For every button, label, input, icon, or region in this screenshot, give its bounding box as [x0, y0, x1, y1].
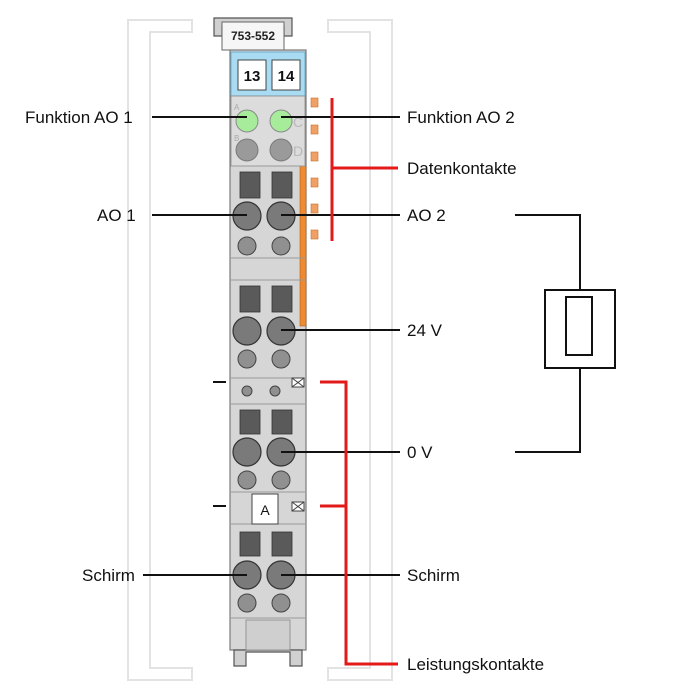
power-contact-bar [299, 165, 307, 327]
label-leistungskontakte: Leistungskontakte [407, 655, 544, 674]
label-ao1: AO 1 [97, 206, 136, 225]
label-datenkontakte: Datenkontakte [407, 159, 517, 178]
led-d-grey [269, 138, 293, 162]
marker-a-text: A [260, 502, 270, 518]
part-number: 753-552 [231, 29, 275, 43]
led-letter-a: A [234, 103, 240, 112]
label-0v: 0 V [407, 443, 433, 462]
terminal-block-schirm [232, 531, 296, 613]
label-ao2: AO 2 [407, 206, 446, 225]
channel-13-text: 13 [244, 68, 261, 85]
led-letter-b: B [234, 134, 239, 143]
test-point-left [241, 385, 253, 397]
led-b-grey [235, 138, 259, 162]
channel-14-text: 14 [278, 68, 295, 85]
channel-14-label [271, 59, 301, 91]
led-c-green [269, 109, 293, 133]
label-schirm-right: Schirm [407, 566, 460, 585]
terminal-module: 753-552 13 14 A C B D [213, 17, 319, 667]
power-jumper-mark-top [291, 377, 305, 388]
din-rail [127, 19, 393, 681]
leader-lines [143, 116, 400, 576]
marker-a-box [251, 493, 279, 525]
label-funktion-ao2: Funktion AO 2 [407, 108, 515, 127]
led-letter-d: D [293, 143, 303, 159]
channel-13-label [237, 59, 267, 91]
terminal-block-0v [232, 409, 296, 490]
led-letter-c: C [293, 114, 303, 130]
label-schirm-left: Schirm [82, 566, 135, 585]
terminal-block-24v [232, 285, 296, 369]
label-funktion-ao1: Funktion AO 1 [25, 108, 133, 127]
load-resistor-symbol [515, 214, 616, 453]
test-point-right [269, 385, 281, 397]
red-brackets [320, 98, 398, 666]
power-jumper-mark-bottom [291, 501, 305, 512]
label-24v: 24 V [407, 321, 443, 340]
data-contacts [310, 97, 319, 240]
led-a-green [235, 109, 259, 133]
